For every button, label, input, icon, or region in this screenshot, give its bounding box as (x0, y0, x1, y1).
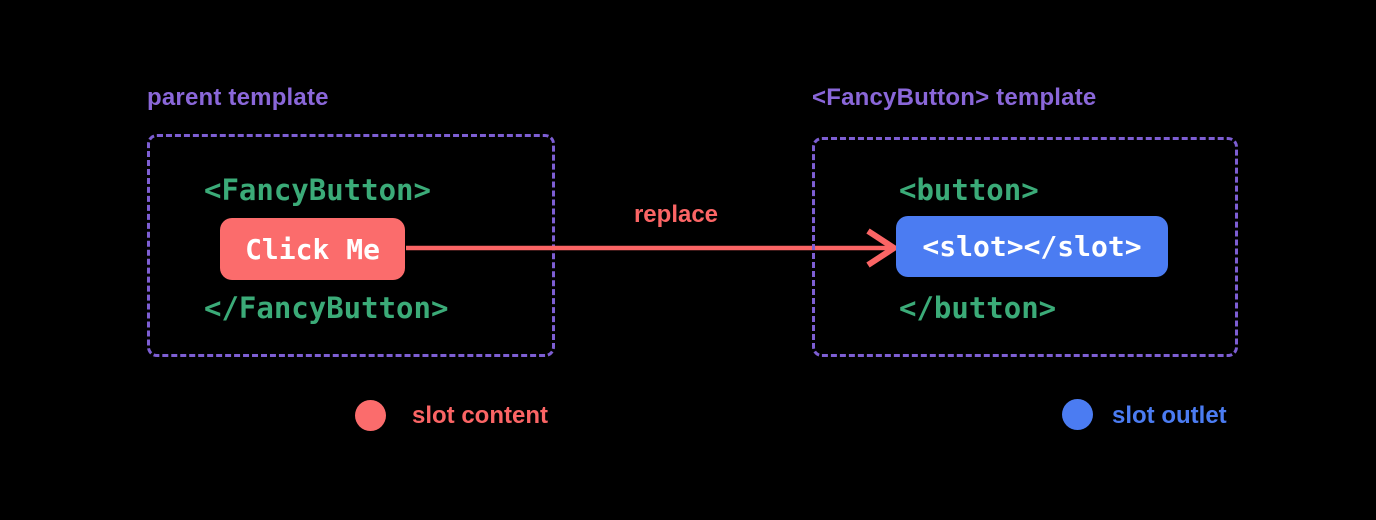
parent-open-tag: <FancyButton> (204, 173, 431, 207)
replace-label: replace (633, 201, 719, 228)
click-me-button: Click Me (220, 218, 405, 280)
parent-template-box (147, 134, 555, 357)
button-open-tag: <button> (899, 173, 1039, 207)
fancybutton-template-box (812, 137, 1238, 357)
button-close-tag: </button> (899, 291, 1057, 325)
replace-arrow (400, 222, 912, 274)
parent-close-tag: </FancyButton> (204, 291, 449, 325)
slot-content-dot-icon (355, 400, 386, 431)
slot-outlet-legend-label: slot outlet (1112, 402, 1227, 429)
right-arrow-icon (406, 228, 900, 268)
parent-template-label: parent template (147, 84, 329, 111)
slot-content-legend-label: slot content (412, 402, 548, 429)
fancybutton-template-label: <FancyButton> template (812, 84, 1097, 111)
slot-outlet-dot-icon (1062, 399, 1093, 430)
slot-outlet-box: <slot></slot> (896, 216, 1168, 277)
